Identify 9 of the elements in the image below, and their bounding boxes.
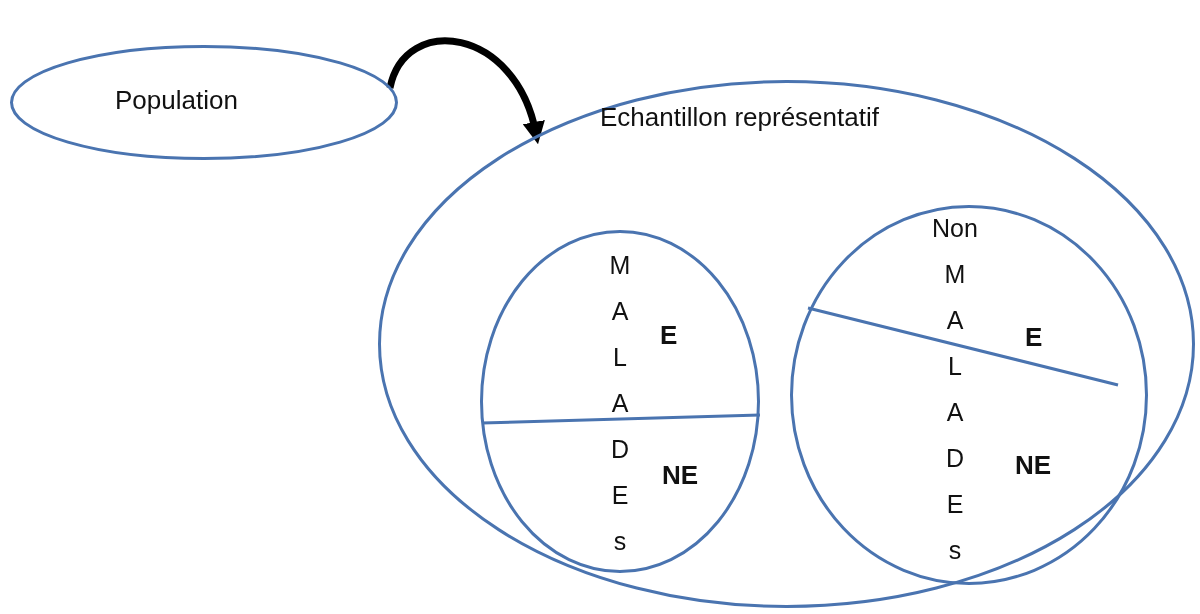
region-label: NE [662, 460, 699, 491]
region-label: E [1025, 322, 1043, 353]
region-label: E [660, 320, 678, 351]
ellipse-label: Population [115, 85, 238, 116]
region-label: NE [1015, 450, 1052, 481]
vertical-label: Non M A L A D E s [931, 213, 979, 566]
ellipse-label: Echantillon représentatif [600, 102, 879, 133]
curved-arrow [386, 37, 544, 144]
vertical-label: M A L A D E s [608, 250, 632, 557]
